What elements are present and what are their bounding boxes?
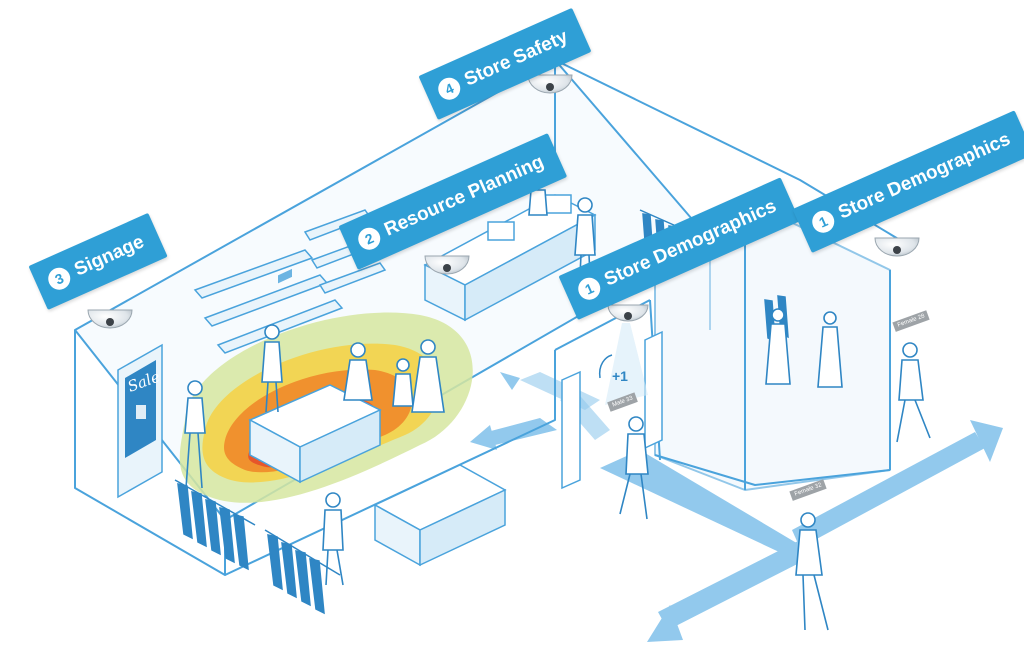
security-cameras — [87, 74, 920, 329]
person-signage — [184, 380, 206, 489]
camera-dome-icon — [424, 255, 470, 275]
count-arrow — [598, 354, 613, 379]
person-street — [795, 512, 829, 631]
person-window — [896, 342, 931, 443]
camera-dome-icon — [527, 74, 573, 94]
wall-shelves — [193, 209, 387, 354]
right-display-table — [373, 464, 507, 567]
label-number-badge: 4 — [434, 74, 464, 104]
label-number-badge: 3 — [44, 264, 74, 294]
label-number-badge: 1 — [574, 274, 604, 304]
camera-dome-icon — [607, 304, 649, 322]
camera-dome-icon — [874, 237, 920, 257]
camera-view-cone — [605, 323, 648, 405]
person-entrance — [619, 416, 649, 520]
person-shelves — [261, 324, 283, 413]
person-rack — [322, 492, 344, 586]
security-gates — [561, 330, 663, 490]
digital-signage-display: Sale — [117, 343, 163, 499]
mannequins — [765, 308, 843, 388]
label-number-badge: 2 — [354, 224, 384, 254]
camera-dome-icon — [87, 309, 133, 329]
label-number-badge: 1 — [808, 207, 838, 237]
person-table — [343, 339, 445, 413]
visitor-count-increment: +1 — [612, 368, 628, 384]
